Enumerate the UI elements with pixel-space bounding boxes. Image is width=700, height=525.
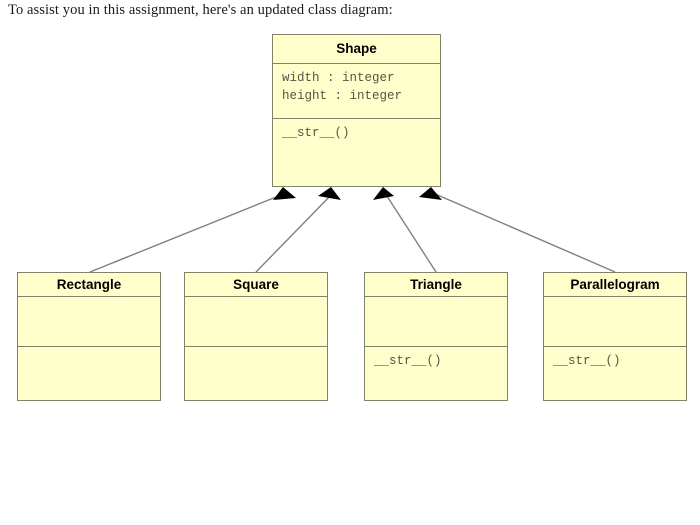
uml-class-parallelogram-attributes <box>544 297 686 347</box>
uml-class-parallelogram-name: Parallelogram <box>544 273 686 297</box>
uml-class-square-name: Square <box>185 273 327 297</box>
arrowhead-triangle <box>373 187 394 200</box>
operation-item: __str__() <box>553 354 621 368</box>
arrowhead-group <box>273 187 442 200</box>
uml-class-shape-attributes: width : integer height : integer <box>273 64 440 119</box>
uml-class-square-operations <box>185 347 327 400</box>
attribute-item: width : integer <box>282 71 395 85</box>
uml-class-rectangle-attributes <box>18 297 160 347</box>
connector-parallelogram-to-shape <box>432 192 616 273</box>
uml-class-triangle-name: Triangle <box>365 273 507 297</box>
connector-triangle-to-shape <box>384 192 437 273</box>
uml-class-triangle[interactable]: Triangle __str__() <box>364 272 508 401</box>
uml-class-square[interactable]: Square <box>184 272 328 401</box>
uml-class-square-attributes <box>185 297 327 347</box>
uml-class-shape-operations: __str__() <box>273 119 440 186</box>
uml-class-shape-name: Shape <box>273 35 440 64</box>
uml-class-triangle-attributes <box>365 297 507 347</box>
uml-class-parallelogram[interactable]: Parallelogram __str__() <box>543 272 687 401</box>
assignment-caption: To assist you in this assignment, here's… <box>8 2 393 18</box>
uml-class-shape[interactable]: Shape width : integer height : integer _… <box>272 34 441 187</box>
uml-class-rectangle-operations <box>18 347 160 400</box>
operation-item: __str__() <box>374 354 442 368</box>
arrowhead-rectangle <box>273 187 296 200</box>
attribute-item: height : integer <box>282 88 403 103</box>
arrowhead-square <box>318 187 341 200</box>
operation-item: __str__() <box>282 126 350 140</box>
uml-class-parallelogram-operations: __str__() <box>544 347 686 400</box>
arrowhead-parallelogram <box>419 187 442 200</box>
uml-class-triangle-operations: __str__() <box>365 347 507 400</box>
uml-class-rectangle[interactable]: Rectangle <box>17 272 161 401</box>
uml-class-rectangle-name: Rectangle <box>18 273 160 297</box>
connector-rectangle-to-shape <box>89 192 287 273</box>
connector-square-to-shape <box>255 192 334 273</box>
